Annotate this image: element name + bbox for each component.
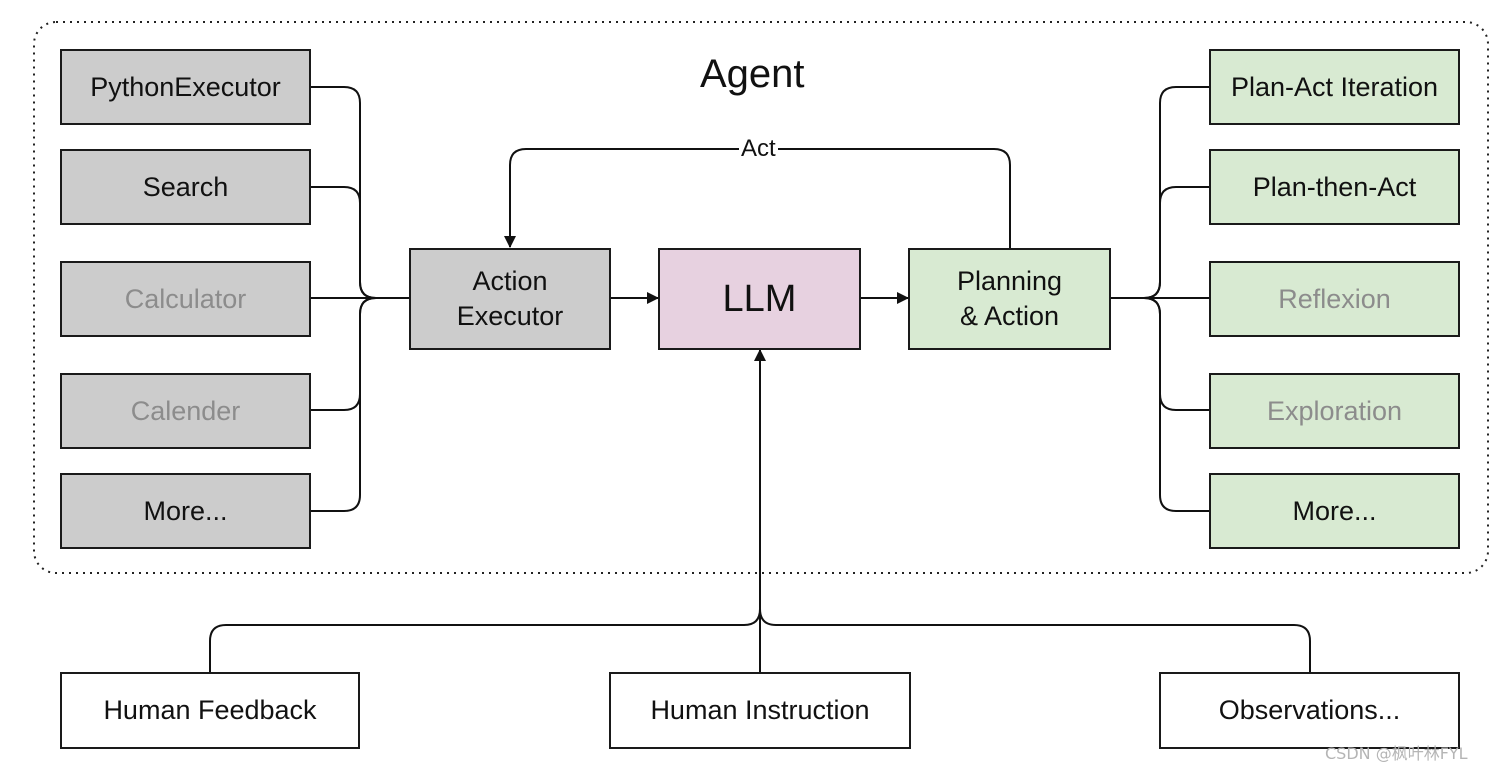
llm-box: LLM xyxy=(658,248,861,350)
arrow-act-loop xyxy=(504,148,1011,248)
input-observations: Observations... xyxy=(1159,672,1460,749)
connector-strategy-2 xyxy=(1143,186,1210,299)
input-human-instruction: Human Instruction xyxy=(609,672,911,749)
action-executor-line-1: Action xyxy=(472,266,548,296)
strategy-more: More... xyxy=(1209,473,1460,549)
agent-title: Agent xyxy=(700,52,805,96)
tool-python-executor: PythonExecutor xyxy=(60,49,311,125)
connector-tool-2 xyxy=(310,186,377,299)
planning-action-line-2: & Action xyxy=(959,301,1060,331)
input-human-feedback: Human Feedback xyxy=(60,672,360,749)
tool-search: Search xyxy=(60,149,311,225)
action-executor-box: Action Executor xyxy=(409,248,611,350)
tool-calculator: Calculator xyxy=(60,261,311,337)
connector-input-1 xyxy=(209,608,761,672)
connector-input-3 xyxy=(759,608,1311,672)
planning-action-box: Planning & Action xyxy=(908,248,1111,350)
action-executor-line-2: Executor xyxy=(456,301,564,331)
strategy-exploration: Exploration xyxy=(1209,373,1460,449)
strategy-plan-then-act: Plan-then-Act xyxy=(1209,149,1460,225)
agent-boundary xyxy=(33,21,1489,574)
act-label: Act xyxy=(739,135,778,162)
strategy-reflexion: Reflexion xyxy=(1209,261,1460,337)
tool-more: More... xyxy=(60,473,311,549)
watermark: CSDN @枫叶林FYL xyxy=(1325,744,1468,763)
connector-strategy-4 xyxy=(1143,297,1210,411)
tool-calender: Calender xyxy=(60,373,311,449)
connector-tool-4 xyxy=(310,297,377,411)
strategy-plan-act-iteration: Plan-Act Iteration xyxy=(1209,49,1460,125)
connector-tool-5 xyxy=(310,297,377,512)
planning-action-line-1: Planning xyxy=(956,266,1063,296)
connector-strategy-5 xyxy=(1143,297,1210,512)
